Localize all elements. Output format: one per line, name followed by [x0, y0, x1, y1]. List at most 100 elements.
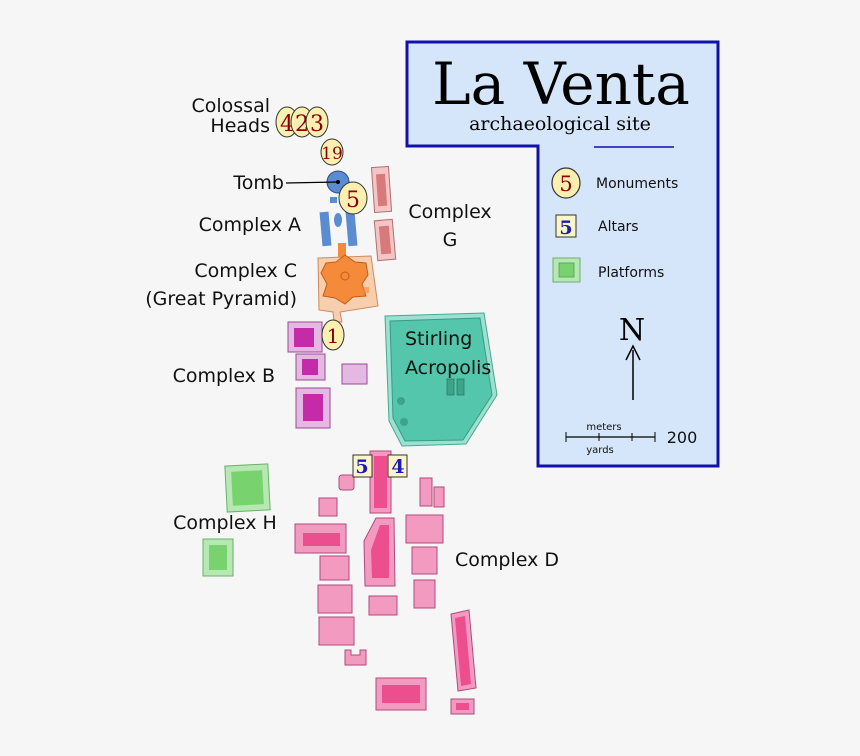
complex-d-long-mound-inner: [455, 616, 471, 686]
complex-g-label-line2: G: [443, 229, 458, 251]
complex-d-mound-17-inner: [456, 703, 469, 710]
monument-marker-3-shape: [305, 106, 329, 138]
scale-value: 200: [667, 428, 698, 447]
monument-marker-3[interactable]: 3: [305, 106, 329, 138]
complex-g: [370, 165, 397, 262]
north-arrow: N: [619, 313, 645, 400]
stirling-structure-2: [456, 378, 465, 396]
complex-a-label: Complex A: [199, 214, 301, 236]
altar-marker-4[interactable]: 4: [387, 454, 408, 478]
complex-h: [202, 463, 271, 577]
stirling-acropolis-label-line1: Stirling: [405, 328, 472, 350]
scale-yards-label: yards: [586, 445, 614, 456]
legend-panel-frame: [405, 40, 720, 468]
altar-marker-4-number: 4: [391, 456, 404, 478]
altar-marker-4-shape: [387, 454, 408, 478]
complex-d-mound-12: [317, 584, 353, 614]
stirling-structure-1: [446, 378, 455, 396]
complex-d-mound-1-inner: [374, 456, 387, 508]
complex-b: [287, 321, 368, 429]
complex-b-mound-4-inner: [303, 394, 323, 421]
complex-c: [317, 243, 379, 323]
complex-d-mound-2: [338, 474, 355, 491]
monument-marker-5-number: 5: [346, 188, 360, 213]
altar-marker-5-number: 5: [355, 456, 368, 478]
complex-d-mound-3: [419, 477, 433, 507]
great-pyramid-stair: [338, 243, 346, 257]
altar-legend-symbol: [555, 214, 577, 238]
complex-d-mound-7-inner: [371, 525, 389, 578]
great-pyramid-corner-ne: [363, 287, 369, 293]
scale-bar: meters yards 200: [565, 422, 698, 456]
monument-legend-number: 5: [559, 172, 572, 196]
complex-d-mound-5: [318, 497, 338, 517]
colossal-heads-label-line2: Heads: [210, 115, 270, 137]
monument-marker-1[interactable]: 1: [321, 319, 345, 351]
monument-marker-1-number: 1: [327, 324, 340, 348]
stirling-feature-1: [397, 397, 405, 405]
scale-meters-label: meters: [586, 422, 621, 433]
monument-legend-symbol: [551, 167, 581, 199]
complex-d-label: Complex D: [455, 549, 559, 571]
great-pyramid-summit: [340, 271, 350, 281]
monument-marker-3-number: 3: [310, 112, 324, 137]
complex-b-mound-2-inner: [302, 359, 318, 375]
legend-platforms: Platforms: [552, 257, 664, 283]
complex-b-mound-1-inner: [294, 328, 314, 347]
altar-marker-5-shape: [352, 454, 373, 478]
stirling-acropolis: [384, 312, 498, 447]
complex-b-label: Complex B: [173, 365, 275, 387]
map-subtitle: archaeological site: [469, 113, 651, 135]
complex-h-platform-2-inner: [209, 545, 227, 570]
north-arrow-head-icon: [625, 344, 641, 361]
complex-h-platform-1-inner: [231, 470, 264, 506]
platform-legend-inner: [558, 262, 575, 278]
complex-d-mound-11: [413, 579, 436, 609]
complex-g-mound-south-inner: [378, 225, 392, 255]
complex-g-mound-north-inner: [375, 173, 388, 207]
complex-b-mound-3: [341, 363, 368, 385]
legend-monuments: 5 Monuments: [551, 167, 678, 199]
complex-d-mound-15: [344, 649, 367, 666]
legend-altars: 5 Altars: [555, 214, 639, 239]
platforms-legend-label: Platforms: [598, 265, 664, 281]
map-title: La Venta: [432, 50, 690, 118]
monument-marker-4-number: 4: [280, 112, 294, 137]
complex-d-mound-9: [411, 546, 438, 575]
altar-legend-number: 5: [559, 217, 572, 239]
monument-marker-19-shape: [320, 138, 344, 166]
stirling-acropolis-mound: [389, 317, 493, 442]
stirling-feature-2: [400, 418, 408, 426]
complex-d-mound-13: [368, 595, 398, 616]
complex-d-mound-10: [319, 555, 350, 581]
complex-d-mound-16-inner: [382, 685, 420, 703]
monument-marker-5[interactable]: 5: [338, 181, 368, 215]
stirling-acropolis-label-line2: Acropolis: [405, 357, 491, 379]
monument-marker-19[interactable]: 19: [320, 138, 344, 166]
complex-g-label-line1: Complex: [408, 201, 491, 223]
complex-d-mound-8: [405, 514, 444, 544]
complex-a-mound-west: [319, 211, 332, 247]
tomb-leader-line: [285, 181, 339, 184]
complex-a-mound-east: [345, 211, 358, 247]
altar-marker-5[interactable]: 5: [352, 454, 373, 478]
altars-legend-label: Altars: [598, 219, 639, 235]
legend-panel: La Venta archaeological site 5 Monuments…: [405, 40, 720, 468]
tomb-label: Tomb: [232, 172, 284, 194]
monuments-legend-label: Monuments: [596, 176, 678, 192]
complex-a-north-stub: [330, 197, 337, 203]
complex-d-mound-4: [433, 486, 445, 508]
complex-c-label-line1: Complex C: [194, 260, 297, 282]
complex-d-mound-6-inner: [303, 533, 340, 546]
monument-marker-1-shape: [321, 319, 345, 351]
complex-h-label: Complex H: [173, 512, 277, 534]
complex-c-label-line2: (Great Pyramid): [145, 288, 297, 310]
colossal-heads-label-line1: Colossal: [191, 95, 270, 117]
monument-marker-5-shape: [338, 181, 368, 215]
complex-d-mound-14: [318, 616, 355, 646]
complex-d: [294, 450, 477, 715]
monument-marker-19-number: 19: [321, 144, 343, 164]
monument-marker-2-number: 2: [295, 112, 309, 137]
north-label: N: [619, 313, 645, 348]
